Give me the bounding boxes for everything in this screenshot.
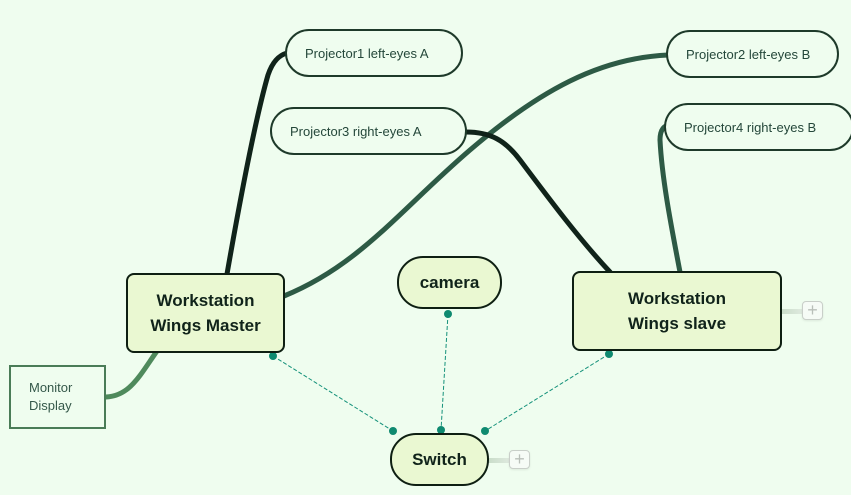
relation-endpoint[interactable] [269, 352, 277, 360]
connector-slave-projector3 [463, 129, 613, 275]
node-projector4[interactable]: Projector4 right-eyes B [664, 103, 851, 151]
relation-endpoint[interactable] [481, 427, 489, 435]
node-projector2[interactable]: Projector2 left-eyes B [666, 30, 839, 78]
node-label-line2: Wings slave [627, 314, 727, 333]
node-projector3[interactable]: Projector3 right-eyes A [270, 107, 467, 155]
node-workstation-master[interactable]: Workstation Wings Master [126, 273, 285, 353]
node-label: camera [419, 272, 480, 292]
plus-icon: + [807, 300, 818, 320]
node-label-line2: Wings Master [150, 316, 261, 335]
relation-camera-switch[interactable] [440, 313, 449, 431]
node-label: Projector3 right-eyes A [290, 123, 422, 139]
expand-stub-slave [780, 309, 802, 314]
node-label: Projector4 right-eyes B [684, 119, 817, 135]
connector-master-projector2 [281, 52, 671, 299]
connector-master-projector1 [224, 50, 290, 277]
relation-endpoint[interactable] [437, 426, 445, 434]
node-workstation-slave[interactable]: Workstation Wings slave [572, 271, 782, 351]
plus-icon: + [514, 449, 525, 469]
connector-master-monitor [103, 348, 160, 400]
node-label: Projector1 left-eyes A [305, 45, 429, 61]
node-label-line1: Workstation [628, 289, 726, 308]
node-label-line2: Display [29, 398, 72, 413]
relation-slave-switch[interactable] [484, 353, 610, 432]
relation-master-switch[interactable] [272, 355, 394, 432]
expand-switch-button[interactable]: + [509, 450, 530, 469]
node-monitor-display[interactable]: Monitor Display [9, 365, 106, 429]
node-switch[interactable]: Switch [390, 433, 489, 486]
node-label: Projector2 left-eyes B [686, 46, 811, 62]
expand-slave-button[interactable]: + [802, 301, 823, 320]
node-label-line1: Workstation [156, 291, 255, 310]
relation-endpoint[interactable] [444, 310, 452, 318]
relation-endpoint[interactable] [605, 350, 613, 358]
connector-slave-projector4 [657, 123, 683, 275]
expand-stub-switch [488, 458, 510, 463]
node-projector1[interactable]: Projector1 left-eyes A [285, 29, 463, 77]
relation-endpoint[interactable] [389, 427, 397, 435]
node-camera[interactable]: camera [397, 256, 502, 309]
node-label-line1: Monitor [29, 380, 73, 395]
node-label: Switch [412, 449, 467, 469]
